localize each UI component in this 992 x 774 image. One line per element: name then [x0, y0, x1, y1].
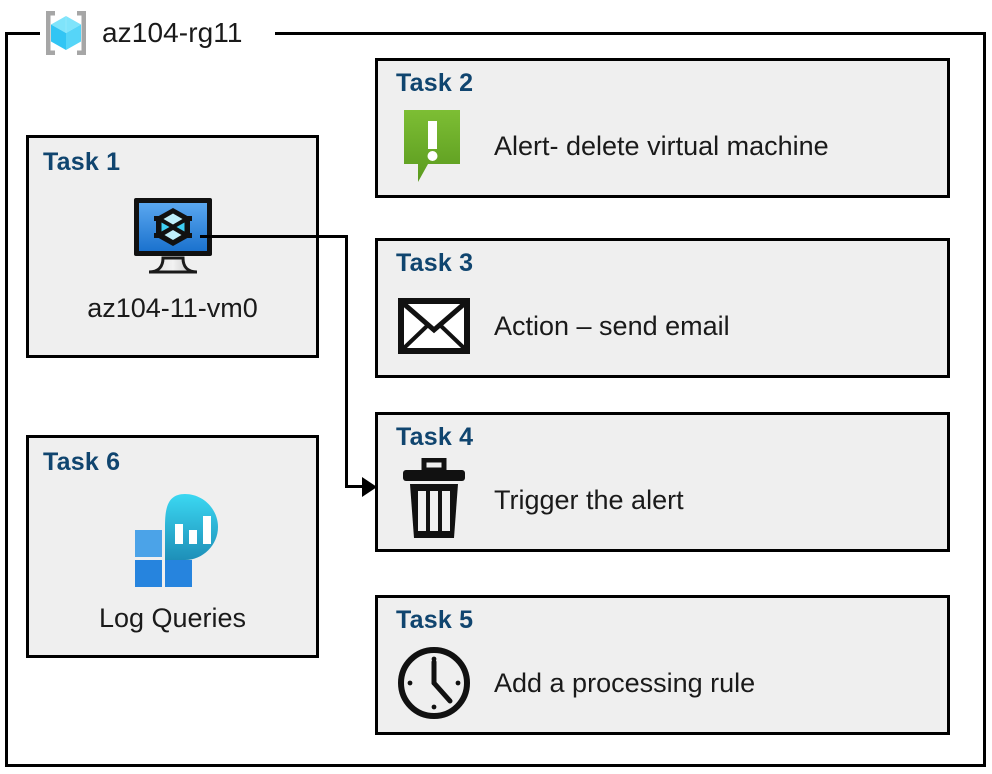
connector-segment-horizontal-bottom	[345, 485, 365, 488]
envelope-icon	[398, 298, 470, 354]
resource-group-header: az104-rg11	[38, 4, 243, 62]
log-analytics-icon	[134, 494, 218, 587]
task-2-card[interactable]: Task 2 Alert- delete vir	[375, 58, 950, 198]
task-1-label: Task 1	[43, 148, 121, 176]
task-4-row: Trigger the alert	[396, 457, 939, 543]
task-1-icon-wrap	[29, 194, 316, 280]
frame-bottom-edge	[5, 764, 986, 767]
resource-group-name: az104-rg11	[102, 17, 243, 48]
task-1-caption-wrap: az104-11-vm0	[29, 293, 316, 324]
frame-right-edge	[983, 32, 986, 767]
task-3-icon-wrap	[396, 298, 472, 354]
frame-left-edge	[5, 32, 8, 767]
resource-group-cube-icon	[46, 11, 86, 55]
task-2-label: Task 2	[396, 69, 474, 97]
task-4-label: Task 4	[396, 423, 474, 451]
task-1-caption: az104-11-vm0	[87, 293, 258, 323]
frame-top-right-segment	[275, 32, 986, 35]
task-3-caption: Action – send email	[494, 310, 730, 341]
alert-exclamation-icon	[404, 110, 460, 182]
task-5-card[interactable]: Task 5 Add a processing rule	[375, 595, 950, 735]
frame-top-left-segment	[5, 32, 40, 35]
task-6-card[interactable]: Task 6 Log Queries	[26, 435, 319, 658]
task-3-label: Task 3	[396, 249, 474, 277]
task-5-caption: Add a processing rule	[494, 667, 756, 698]
task-5-label: Task 5	[396, 606, 474, 634]
connector-segment-vertical	[345, 235, 348, 487]
task-2-icon-wrap	[396, 108, 472, 184]
task-6-caption-wrap: Log Queries	[29, 603, 316, 634]
task-5-row: Add a processing rule	[396, 640, 939, 726]
task-2-caption: Alert- delete virtual machine	[494, 130, 829, 161]
task-4-icon-wrap	[396, 458, 472, 542]
task-4-caption: Trigger the alert	[494, 484, 684, 515]
virtual-machine-icon	[133, 198, 212, 274]
task-5-icon-wrap	[396, 645, 472, 721]
task-6-icon-wrap	[29, 490, 316, 590]
connector-arrowhead-icon	[362, 477, 377, 497]
task-6-label: Task 6	[43, 448, 121, 476]
clock-icon	[398, 647, 470, 719]
trash-can-icon	[403, 458, 465, 538]
task-3-card[interactable]: Task 3 Action – send email	[375, 238, 950, 378]
connector-segment-horizontal-top	[200, 235, 348, 238]
task-3-row: Action – send email	[396, 283, 939, 369]
task-2-row: Alert- delete virtual machine	[396, 103, 939, 189]
task-4-card[interactable]: Task 4 Trigger the alert	[375, 412, 950, 552]
task-1-card[interactable]: Task 1	[26, 135, 319, 358]
task-6-caption: Log Queries	[98, 603, 247, 633]
